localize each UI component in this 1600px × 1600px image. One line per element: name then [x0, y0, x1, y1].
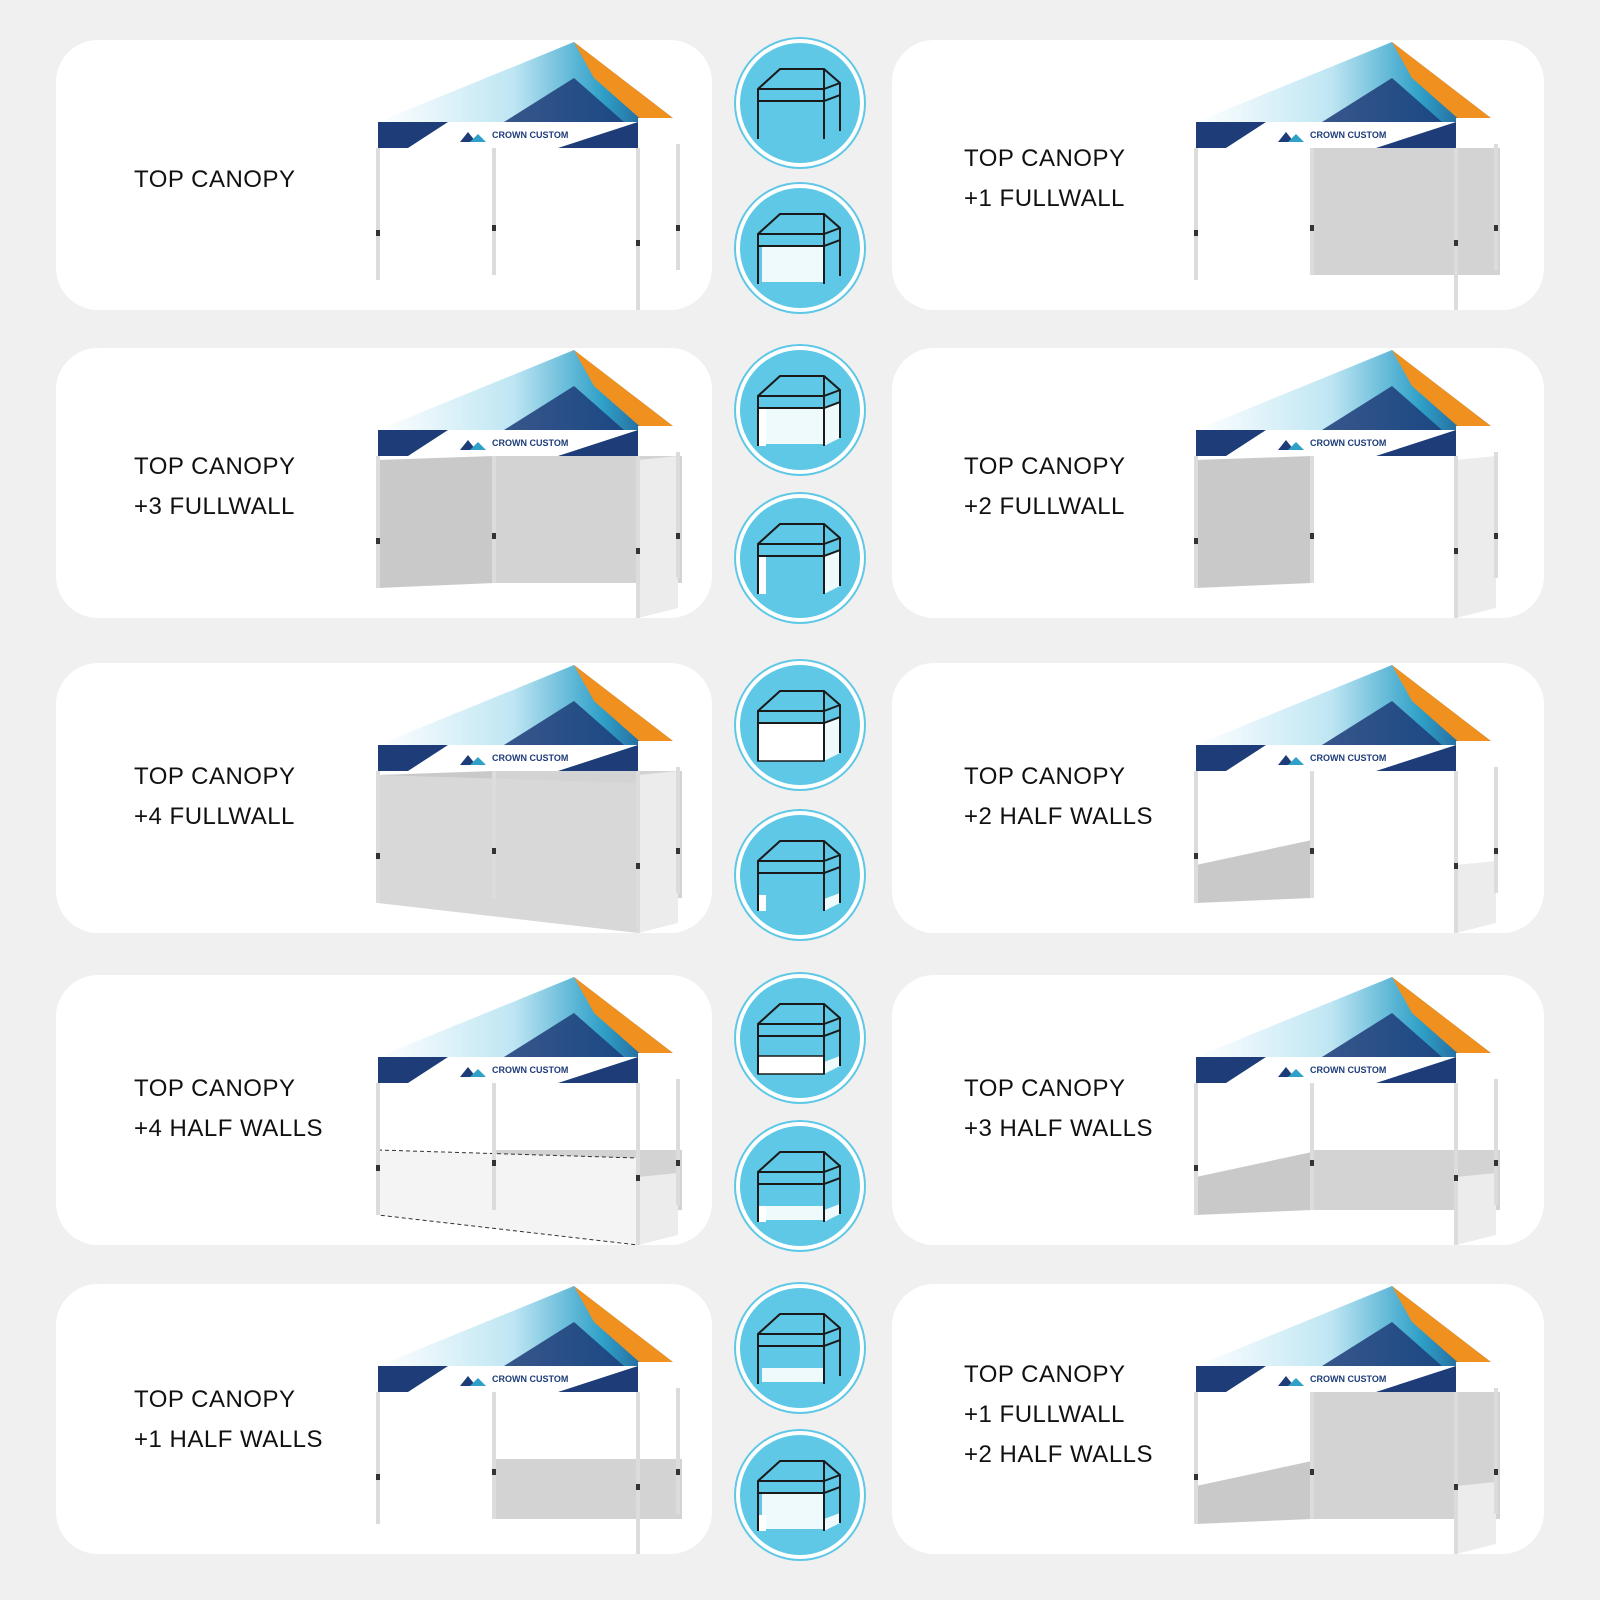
- option-label: TOP CANOPY: [134, 160, 296, 200]
- canopy-tent-illustration: CROWN CUSTOM: [324, 975, 694, 1245]
- option-label-line: +2 HALF WALLS: [964, 803, 1154, 830]
- canopy-logo-text: CROWN CUSTOM: [492, 1374, 568, 1384]
- four-halfwall-icon[interactable]: [740, 978, 860, 1098]
- option-label: TOP CANOPY +2 FULLWALL: [964, 447, 1126, 527]
- canopy-logo-text: CROWN CUSTOM: [1310, 438, 1386, 448]
- frame-only-icon[interactable]: [740, 43, 860, 163]
- canopy-tent-illustration: CROWN CUSTOM: [1142, 348, 1512, 618]
- option-label-line: +2 HALF WALLS: [964, 1441, 1154, 1468]
- option-card[interactable]: CROWN CUSTOM TOP CANOPY +1 FULLWALL: [892, 40, 1544, 310]
- option-label-line: TOP CANOPY: [134, 763, 296, 790]
- option-card[interactable]: CROWN CUSTOM TOP CANOPY: [56, 40, 712, 310]
- option-label-line: TOP CANOPY: [964, 1075, 1126, 1102]
- option-label-line: +3 HALF WALLS: [964, 1115, 1154, 1142]
- option-label-line: +1 FULLWALL: [964, 1401, 1125, 1428]
- canopy-tent-illustration: CROWN CUSTOM: [1142, 663, 1512, 933]
- option-label: TOP CANOPY +1 FULLWALL +2 HALF WALLS: [964, 1355, 1153, 1475]
- canopy-tent-illustration: CROWN CUSTOM: [1142, 975, 1512, 1245]
- canopy-logo-text: CROWN CUSTOM: [1310, 130, 1386, 140]
- option-label: TOP CANOPY +3 HALF WALLS: [964, 1069, 1153, 1149]
- canopy-tent-illustration: CROWN CUSTOM: [1142, 40, 1512, 310]
- option-card[interactable]: CROWN CUSTOM TOP CANOPY +1 FULLWALL +2 HALF…: [892, 1284, 1544, 1554]
- canopy-logo-text: CROWN CUSTOM: [492, 130, 568, 140]
- option-label-line: TOP CANOPY: [964, 763, 1126, 790]
- canopy-logo-text: CROWN CUSTOM: [1310, 753, 1386, 763]
- option-label-line: +1 FULLWALL: [964, 185, 1125, 212]
- three-halfwall-icon[interactable]: [740, 1126, 860, 1246]
- option-label-line: TOP CANOPY: [964, 145, 1126, 172]
- canopy-tent-illustration: CROWN CUSTOM: [324, 348, 694, 618]
- canopy-tent-illustration: CROWN CUSTOM: [1142, 1284, 1512, 1554]
- canopy-logo-text: CROWN CUSTOM: [492, 753, 568, 763]
- option-label-line: +3 FULLWALL: [134, 493, 295, 520]
- option-label-line: +4 FULLWALL: [134, 803, 295, 830]
- option-label: TOP CANOPY +1 HALF WALLS: [134, 1380, 323, 1460]
- option-card[interactable]: CROWN CUSTOM TOP CANOPY +2 FULLWALL: [892, 348, 1544, 618]
- canopy-logo-text: CROWN CUSTOM: [1310, 1374, 1386, 1384]
- option-label-line: TOP CANOPY: [964, 453, 1126, 480]
- option-card[interactable]: CROWN CUSTOM TOP CANOPY +1 HALF WALLS: [56, 1284, 712, 1554]
- canopy-tent-illustration: CROWN CUSTOM: [324, 663, 694, 933]
- option-label: TOP CANOPY +2 HALF WALLS: [964, 757, 1153, 837]
- option-label-line: +2 FULLWALL: [964, 493, 1125, 520]
- canopy-logo-text: CROWN CUSTOM: [492, 438, 568, 448]
- four-fullwall-icon[interactable]: [740, 665, 860, 785]
- three-fullwall-icon[interactable]: [740, 350, 860, 470]
- canopy-tent-illustration: CROWN CUSTOM: [324, 40, 694, 310]
- fullwall-halfwalls-icon[interactable]: [740, 1435, 860, 1555]
- option-label-line: TOP CANOPY: [134, 453, 296, 480]
- two-fullwall-icon[interactable]: [740, 498, 860, 618]
- option-card[interactable]: CROWN CUSTOM TOP CANOPY +2 HALF WALLS: [892, 663, 1544, 933]
- canopy-tent-illustration: CROWN CUSTOM: [324, 1284, 694, 1554]
- option-card[interactable]: CROWN CUSTOM TOP CANOPY +4 FULLWALL: [56, 663, 712, 933]
- canopy-logo-text: CROWN CUSTOM: [492, 1065, 568, 1075]
- one-fullwall-icon[interactable]: [740, 188, 860, 308]
- option-label: TOP CANOPY +3 FULLWALL: [134, 447, 296, 527]
- option-card[interactable]: CROWN CUSTOM TOP CANOPY +4 HALF WALLS: [56, 975, 712, 1245]
- option-label-line: TOP CANOPY: [134, 1075, 296, 1102]
- option-card[interactable]: CROWN CUSTOM TOP CANOPY +3 FULLWALL: [56, 348, 712, 618]
- option-label: TOP CANOPY +4 HALF WALLS: [134, 1069, 323, 1149]
- two-halfwall-icon[interactable]: [740, 815, 860, 935]
- option-card[interactable]: CROWN CUSTOM TOP CANOPY +3 HALF WALLS: [892, 975, 1544, 1245]
- option-label: TOP CANOPY +4 FULLWALL: [134, 757, 296, 837]
- canopy-logo-text: CROWN CUSTOM: [1310, 1065, 1386, 1075]
- option-label-line: TOP CANOPY: [134, 1386, 296, 1413]
- option-label-line: TOP CANOPY: [964, 1361, 1126, 1388]
- option-label-line: +4 HALF WALLS: [134, 1115, 324, 1142]
- option-label-line: TOP CANOPY: [134, 166, 296, 193]
- option-label: TOP CANOPY +1 FULLWALL: [964, 139, 1126, 219]
- option-label-line: +1 HALF WALLS: [134, 1426, 324, 1453]
- one-halfwall-icon[interactable]: [740, 1288, 860, 1408]
